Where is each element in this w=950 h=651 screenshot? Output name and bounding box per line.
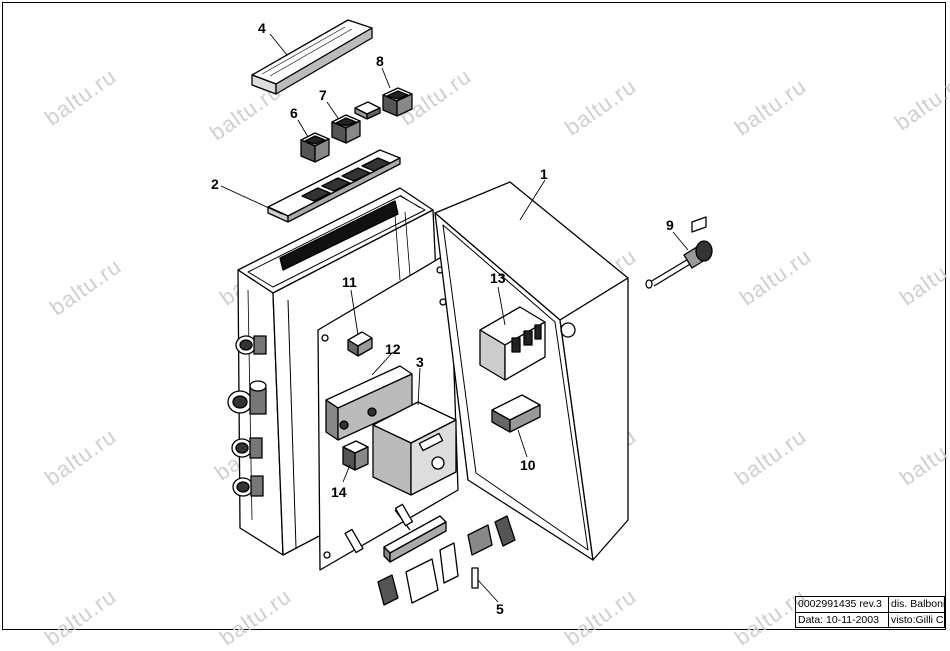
title-block-row-1: 0002991435 rev.3 dis. Balboni (796, 597, 944, 613)
callout-3: 3 (416, 354, 424, 370)
title-block: 0002991435 rev.3 dis. Balboni Data: 10-1… (795, 596, 945, 628)
callout-5: 5 (496, 601, 504, 617)
callout-12: 12 (385, 341, 401, 357)
exploded-parts-drawing (220, 19, 713, 606)
callout-6: 6 (290, 105, 298, 121)
title-block-row-2: Data: 10-11-2003 visto:Gilli C. (796, 613, 944, 628)
part-5-small-components (344, 503, 516, 606)
callout-13: 13 (490, 270, 506, 286)
part-13-contactor (479, 306, 546, 381)
callout-4: 4 (258, 20, 266, 36)
drawing-date: Data: 10-11-2003 (796, 613, 889, 628)
checked-by: visto:Gilli C. (891, 614, 944, 626)
callout-9: 9 (666, 217, 674, 233)
drawn-by: dis. Balboni (891, 598, 944, 610)
callout-10: 10 (520, 457, 536, 473)
leader-lines (220, 33, 689, 603)
callout-1: 1 (540, 166, 548, 182)
part-3-junction-box (372, 401, 457, 496)
callout-7: 7 (319, 87, 327, 103)
callout-8: 8 (376, 53, 384, 69)
part-2-switch-bracket (267, 149, 401, 223)
part-11-bracket (347, 331, 373, 357)
callout-11: 11 (342, 274, 357, 290)
callout-2: 2 (211, 176, 219, 192)
part-4-cover-strip (251, 19, 373, 95)
drawing-frame (2, 2, 946, 630)
part-9-gland-screw (645, 216, 713, 289)
part-10-relay-block (491, 394, 541, 433)
part-8-rocker-switch (382, 87, 413, 117)
callout-14: 14 (331, 484, 347, 500)
part-1-enclosure-lid (434, 181, 629, 561)
part-6-rocker-switch (300, 132, 330, 163)
part-7-rocker-switch (331, 114, 361, 144)
small-part-between-7-8 (354, 101, 381, 120)
cable-glands (227, 335, 267, 497)
drawing-number: 0002991435 rev.3 (796, 597, 889, 612)
part-14-small-box (342, 440, 369, 471)
